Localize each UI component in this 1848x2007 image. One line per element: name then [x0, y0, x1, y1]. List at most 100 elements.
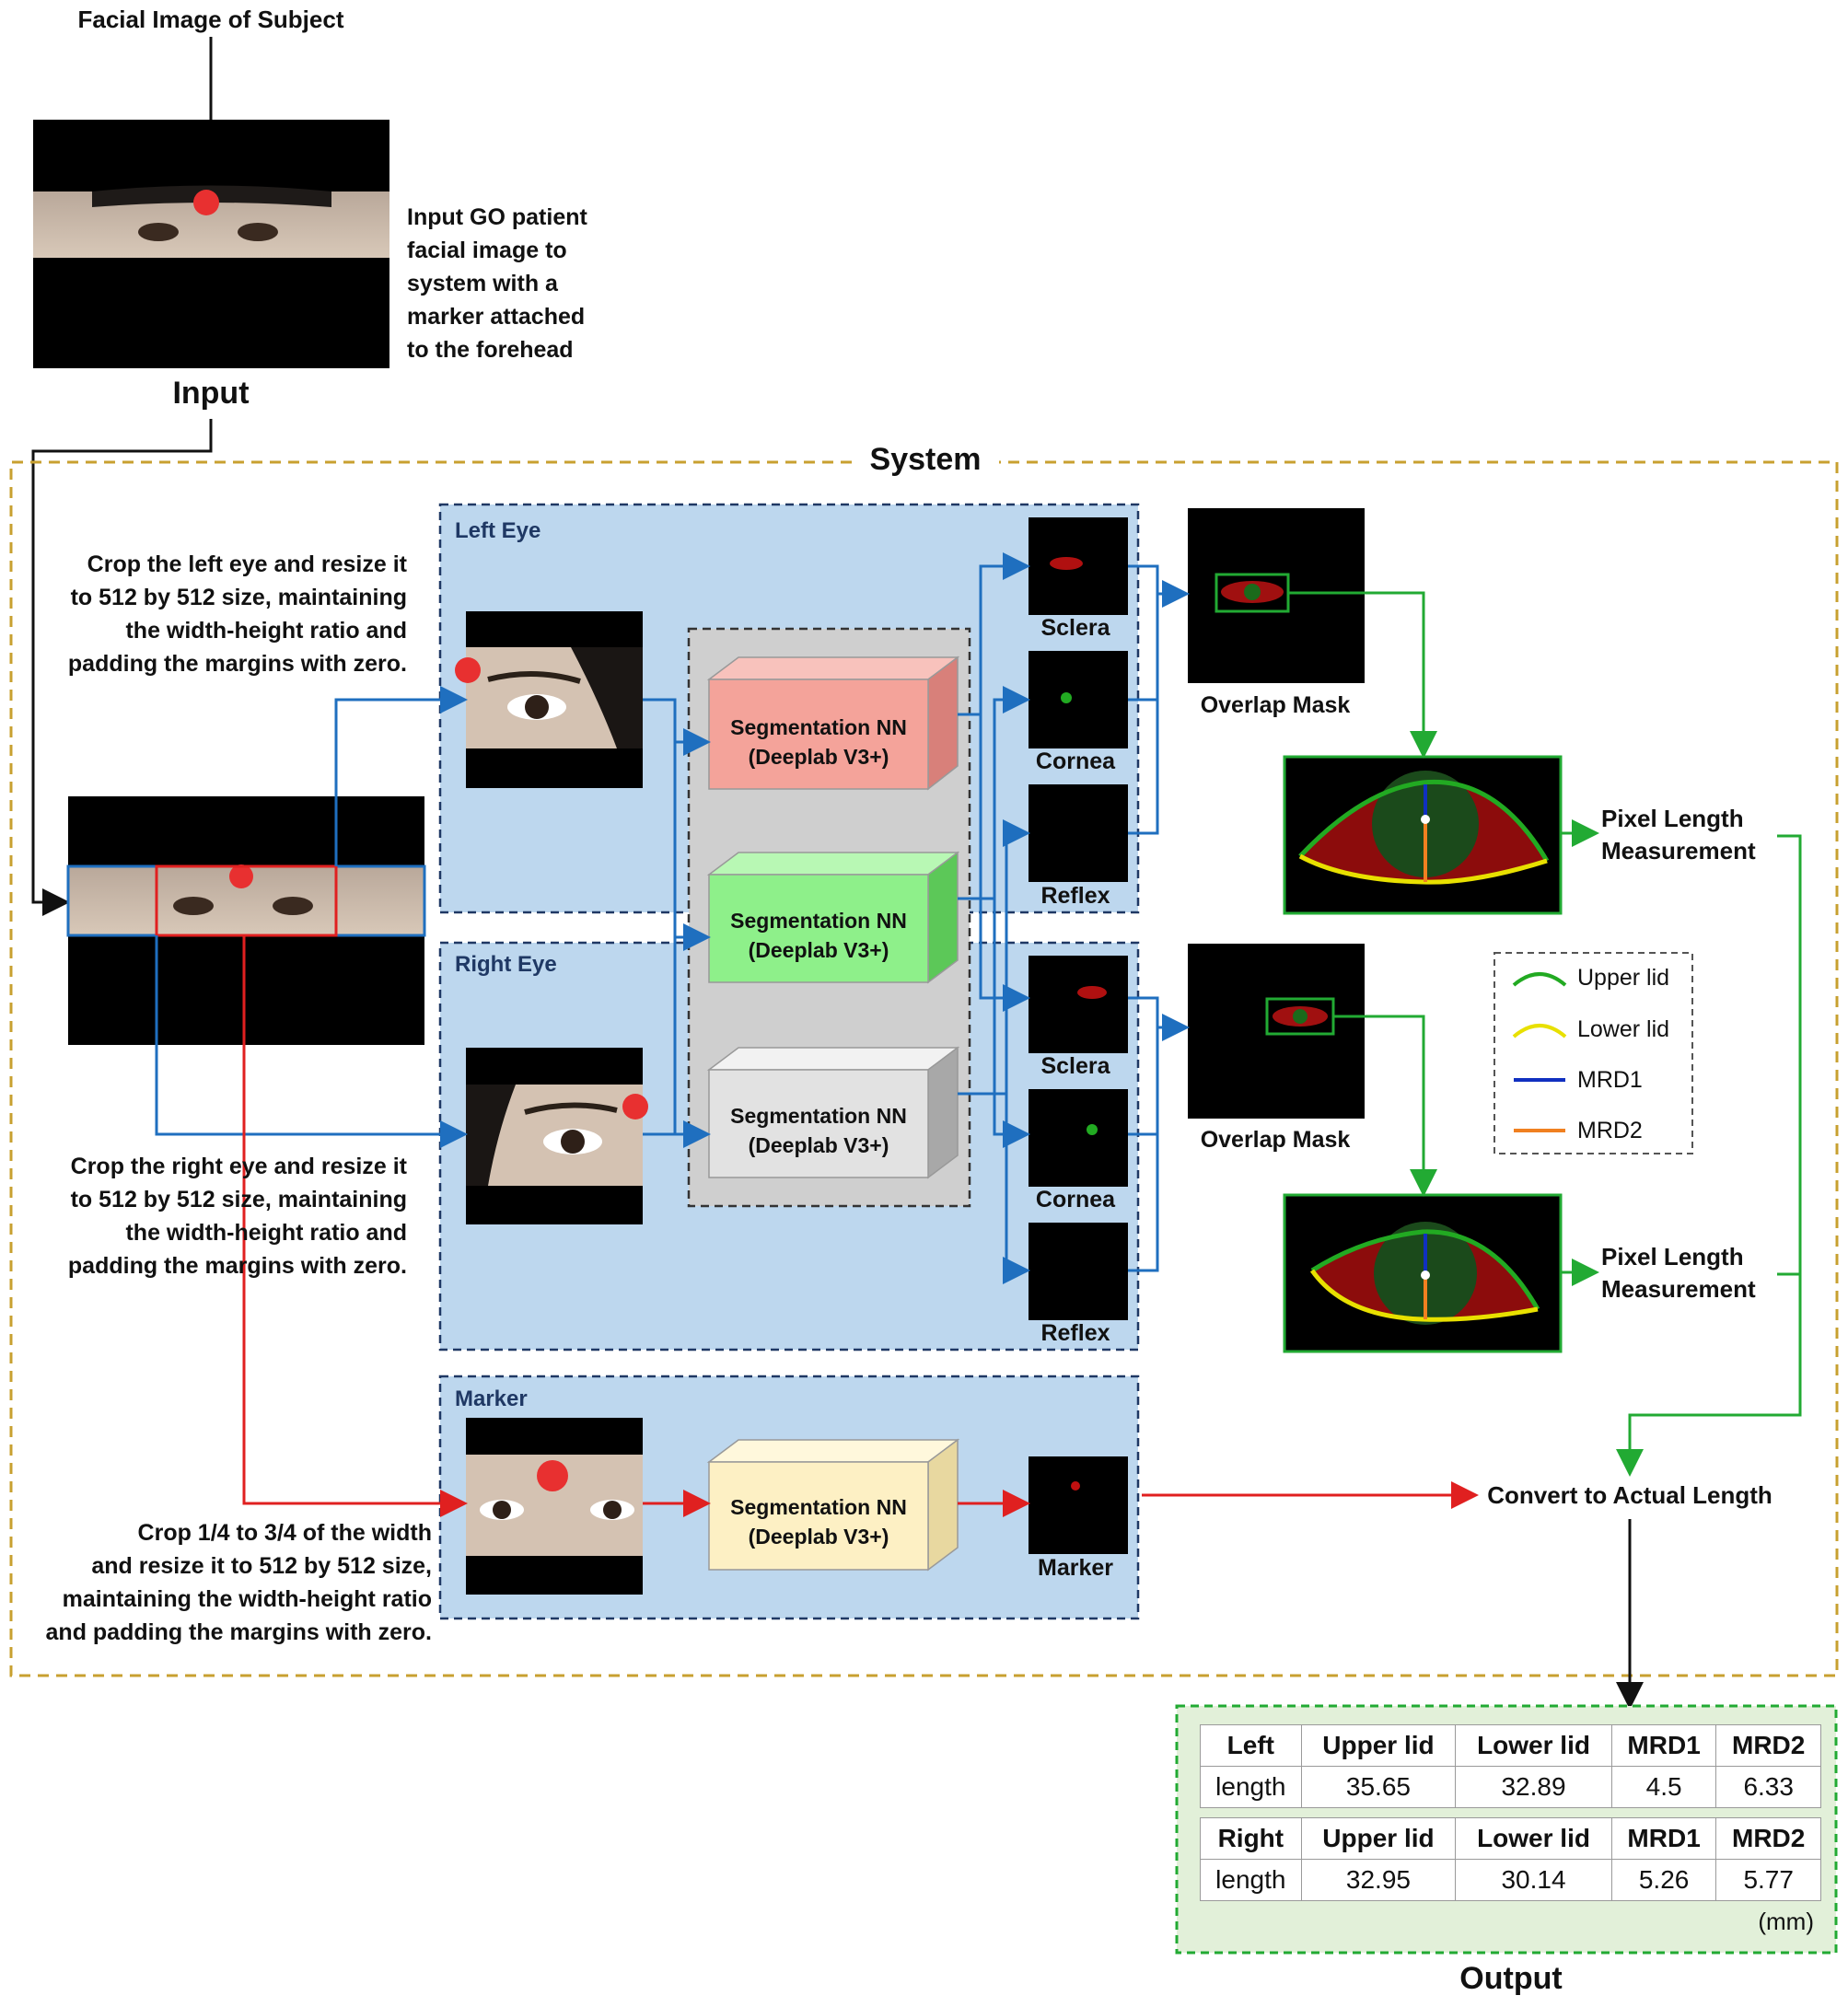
nn-to-left-reflex — [958, 819, 1030, 1096]
crop-right-line: to 512 by 512 size, maintaining — [70, 1187, 407, 1212]
unit-label: (mm) — [1758, 1908, 1814, 1935]
right-reflex-mask — [1029, 1223, 1128, 1320]
convert-label: Convert to Actual Length — [1487, 1481, 1772, 1509]
nn-box-gray — [706, 1046, 960, 1179]
output-tables: Left Upper lid Lower lid MRD1 MRD2 lengt… — [1200, 1724, 1821, 1901]
right-cornea-dot — [1087, 1124, 1098, 1135]
right-results-table: Right Upper lid Lower lid MRD1 MRD2 leng… — [1200, 1817, 1821, 1901]
right-sclera-label: Sclera — [1040, 1053, 1110, 1079]
nn-label-green-2: (Deeplab V3+) — [749, 938, 889, 962]
left-measure-label-2: Measurement — [1601, 837, 1756, 864]
right-overlap-mask — [1188, 944, 1365, 1119]
crop-left-line: the width-height ratio and — [125, 618, 407, 644]
crop-right-arrow — [155, 935, 468, 1148]
nn-to-right-cornea — [993, 899, 1030, 1148]
right-eye-label: Right Eye — [455, 952, 557, 977]
table-row: length 35.65 32.89 4.5 6.33 — [1200, 1766, 1821, 1808]
measure-labels: Pixel Length Measurement Pixel Length Me… — [1601, 805, 1756, 1303]
table-cell: Left — [1200, 1724, 1302, 1767]
right-overlap-label: Overlap Mask — [1201, 1127, 1351, 1153]
legend: Upper lid Lower lid MRD1 MRD2 — [1512, 965, 1669, 1143]
input-caption: Facial Image of Subject — [78, 6, 344, 33]
left-measurement-image — [1283, 755, 1563, 915]
table-row: length 32.95 30.14 5.26 5.77 — [1200, 1859, 1821, 1901]
left-overlap-label: Overlap Mask — [1201, 692, 1351, 718]
table-cell: 6.33 — [1715, 1766, 1821, 1808]
right-eye-crop-image — [466, 1048, 648, 1224]
input-description: Input GO patient facial image to system … — [407, 204, 594, 363]
right-reflex-label: Reflex — [1040, 1320, 1110, 1346]
nn-to-right-sclera — [979, 714, 1030, 1012]
nn-label-yellow-2: (Deeplab V3+) — [749, 1525, 889, 1549]
left-overlap-to-measure — [1288, 591, 1437, 759]
nn-box-yellow — [706, 1438, 960, 1572]
crop-right-line: padding the margins with zero. — [67, 1253, 407, 1279]
crop-marker-arrow — [242, 935, 468, 1517]
crop-left-text: Crop the left eye and resize it to 512 b… — [37, 548, 407, 680]
right-sclera-mask — [1029, 956, 1128, 1053]
nn-label-gray-1: Segmentation NN — [730, 1104, 907, 1128]
marker-mask-label: Marker — [1038, 1555, 1113, 1581]
crop-marker-line: Crop 1/4 to 3/4 of the width — [137, 1520, 432, 1546]
table-cell: 5.77 — [1715, 1859, 1821, 1901]
crop-right-line: the width-height ratio and — [125, 1220, 407, 1246]
table-cell: MRD2 — [1715, 1724, 1821, 1767]
table-cell: MRD1 — [1610, 1817, 1717, 1860]
table-cell: 35.65 — [1300, 1766, 1457, 1808]
right-measure-label-1: Pixel Length — [1601, 1243, 1744, 1270]
red-flow-arrows — [242, 935, 1479, 1517]
nn-label-green-1: Segmentation NN — [730, 909, 907, 933]
nn-to-right-reflex — [1003, 1094, 1030, 1284]
input-desc-line: facial image to — [407, 238, 567, 263]
right-measurement-image — [1283, 1193, 1563, 1353]
right-cornea-label: Cornea — [1036, 1187, 1116, 1212]
crop-right-text: Crop the right eye and resize it to 512 … — [37, 1150, 407, 1282]
table-header-row: Right Upper lid Lower lid MRD1 MRD2 — [1200, 1817, 1821, 1860]
marker-crop-image — [466, 1418, 643, 1595]
legend-box — [1494, 952, 1693, 1154]
left-cornea-dot — [1061, 692, 1072, 703]
input-to-system-arrow — [31, 419, 213, 916]
table-cell: Lower lid — [1455, 1817, 1612, 1860]
green-flow-arrows — [1288, 591, 1802, 1477]
output-title: Output — [1459, 1961, 1562, 1996]
nn-to-left-sclera — [958, 552, 1030, 716]
crop-left-line: to 512 by 512 size, maintaining — [70, 585, 407, 610]
lower-lid-legend-icon — [1512, 1024, 1567, 1038]
upper-lid-legend-icon — [1512, 972, 1567, 987]
left-cornea-label: Cornea — [1036, 748, 1116, 774]
legend-label: MRD2 — [1577, 1118, 1643, 1143]
measure-to-convert-arrow — [1616, 834, 1802, 1477]
input-desc-line: system with a — [407, 271, 559, 296]
table-cell: Upper lid — [1300, 1724, 1457, 1767]
legend-label: Lower lid — [1577, 1016, 1669, 1042]
input-desc-line: Input GO patient — [407, 204, 587, 230]
left-cornea-mask — [1029, 651, 1128, 748]
system-border — [9, 460, 1839, 1677]
nn-box-green — [706, 851, 960, 984]
left-masks — [1029, 517, 1128, 882]
right-overlap-to-measure — [1333, 1015, 1437, 1197]
table-cell: Upper lid — [1300, 1817, 1457, 1860]
crop-right-line: Crop the right eye and resize it — [70, 1154, 407, 1179]
left-overlap-mask — [1188, 508, 1365, 683]
right-measure-label-2: Measurement — [1601, 1275, 1756, 1303]
left-reflex-label: Reflex — [1040, 883, 1110, 909]
marker-mask-dot — [1071, 1481, 1080, 1491]
left-sclera-label: Sclera — [1040, 615, 1110, 641]
nn-label-red-1: Segmentation NN — [730, 715, 907, 739]
marker-label: Marker — [455, 1386, 528, 1411]
legend-label: Upper lid — [1577, 965, 1669, 991]
left-results-table: Left Upper lid Lower lid MRD1 MRD2 lengt… — [1200, 1724, 1821, 1808]
left-to-nn-arrow — [643, 698, 711, 756]
table-cell: length — [1200, 1859, 1302, 1901]
input-desc-line: marker attached — [407, 304, 585, 330]
right-sclera-blob — [1077, 986, 1107, 999]
table-header-row: Left Upper lid Lower lid MRD1 MRD2 — [1200, 1724, 1821, 1767]
nn-to-left-cornea — [958, 686, 1030, 900]
left-reflex-mask — [1029, 784, 1128, 882]
input-desc-line: to the forehead — [407, 337, 574, 363]
table-cell: 32.89 — [1455, 1766, 1612, 1808]
